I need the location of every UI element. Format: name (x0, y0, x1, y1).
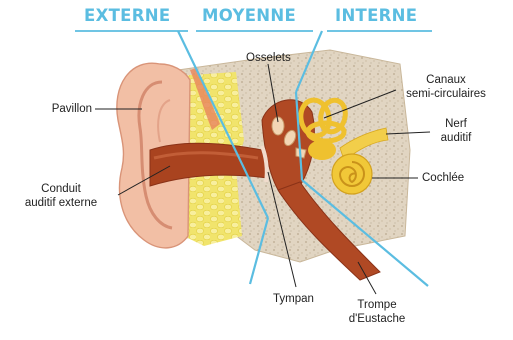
label-cochlee: Cochlée (422, 171, 464, 185)
label-canaux: Canaux semi-circulaires (394, 73, 498, 101)
label-nerf: Nerf auditif (432, 117, 480, 145)
label-nerf-line1: Nerf (432, 117, 480, 131)
label-tympan: Tympan (273, 292, 314, 306)
label-canaux-line2: semi-circulaires (394, 87, 498, 101)
label-trompe-line2: d'Eustache (342, 312, 412, 326)
label-canaux-line1: Canaux (394, 73, 498, 87)
label-conduit-line1: Conduit (6, 182, 116, 196)
label-conduit: Conduit auditif externe (6, 182, 116, 210)
label-pavillon: Pavillon (20, 102, 92, 116)
label-osselets: Osselets (246, 51, 291, 65)
label-nerf-line2: auditif (432, 131, 480, 145)
label-trompe: Trompe d'Eustache (342, 298, 412, 326)
label-conduit-line2: auditif externe (6, 196, 116, 210)
cochlea (332, 154, 372, 194)
label-trompe-line1: Trompe (342, 298, 412, 312)
